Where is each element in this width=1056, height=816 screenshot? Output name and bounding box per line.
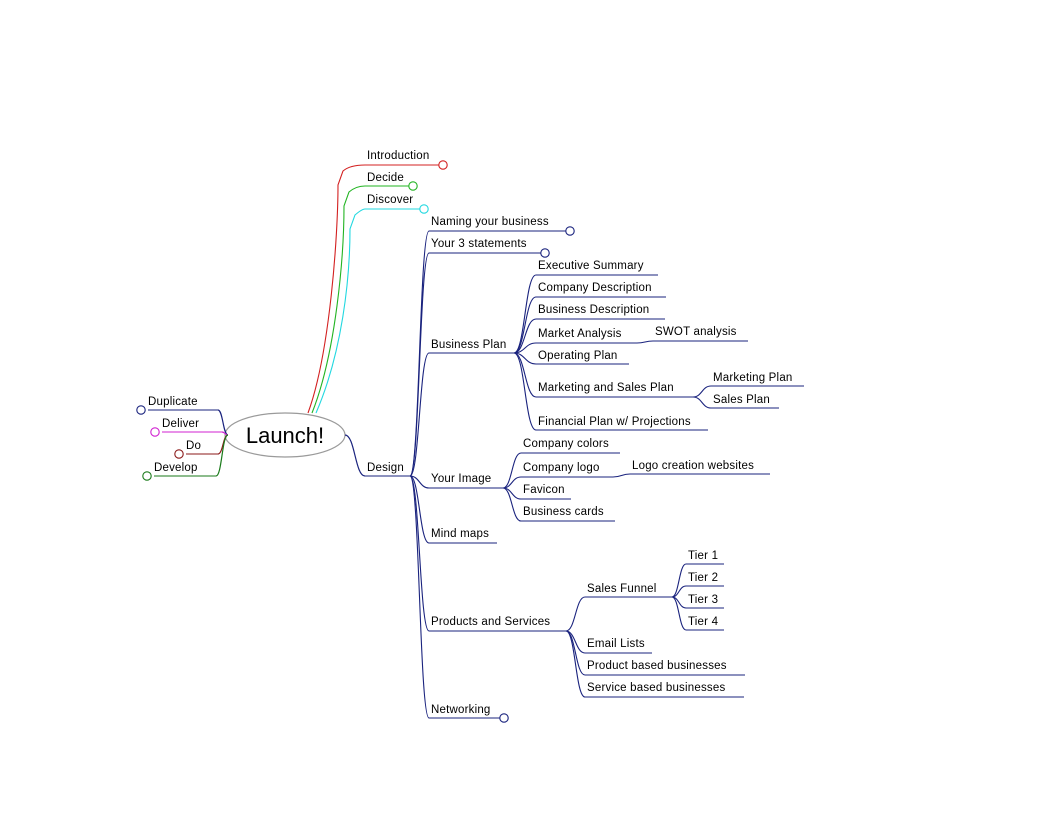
topic-company-description-connector (513, 296, 537, 354)
topic-marketing-plan-label[interactable]: Marketing Plan (713, 372, 793, 384)
topic-business-plan-label[interactable]: Business Plan (431, 339, 506, 351)
branch-do-label[interactable]: Do (186, 440, 201, 452)
branch-discover-connector (315, 208, 366, 414)
topic-business-plan-connector (409, 352, 430, 477)
topic-tier-1-connector (671, 563, 687, 598)
topic-company-logo-connector (502, 476, 522, 489)
topic-products-and-services-label[interactable]: Products and Services (431, 616, 550, 628)
topic-favicon-label[interactable]: Favicon (523, 484, 565, 496)
topic-company-logo-label[interactable]: Company logo (523, 462, 600, 474)
topic-company-colors-connector (502, 452, 522, 489)
topic-service-based-businesses-connector (565, 630, 586, 698)
branch-deliver-collapse-toggle[interactable] (150, 427, 160, 437)
topic-sales-plan-label[interactable]: Sales Plan (713, 394, 770, 406)
topic-market-analysis-label[interactable]: Market Analysis (538, 328, 622, 340)
topic-networking-connector (409, 475, 430, 719)
branch-decide-label[interactable]: Decide (367, 172, 404, 184)
topic-naming-your-business-collapse-toggle[interactable] (565, 226, 575, 236)
topic-product-based-businesses-label[interactable]: Product based businesses (587, 660, 727, 672)
branch-discover-label[interactable]: Discover (367, 194, 413, 206)
branch-duplicate-label[interactable]: Duplicate (148, 396, 198, 408)
branch-decide-connector (311, 185, 366, 414)
topic-your-3-statements-label[interactable]: Your 3 statements (431, 238, 527, 250)
branch-develop-connector (215, 434, 229, 477)
branch-decide-collapse-toggle[interactable] (408, 181, 418, 191)
topic-marketing-and-sales-plan-label[interactable]: Marketing and Sales Plan (538, 382, 674, 394)
branch-duplicate-collapse-toggle[interactable] (136, 405, 146, 415)
topic-networking-label[interactable]: Networking (431, 704, 491, 716)
branch-develop-label[interactable]: Develop (154, 462, 198, 474)
branch-discover-collapse-toggle[interactable] (419, 204, 429, 214)
topic-tier-3-label[interactable]: Tier 3 (688, 594, 718, 606)
branch-design-label[interactable]: Design (367, 462, 404, 474)
branch-do-collapse-toggle[interactable] (174, 449, 184, 459)
topic-tier-4-connector (671, 596, 687, 631)
topic-product-based-businesses-connector (565, 630, 586, 676)
topic-business-cards-label[interactable]: Business cards (523, 506, 604, 518)
topic-company-colors-label[interactable]: Company colors (523, 438, 609, 450)
topic-service-based-businesses-label[interactable]: Service based businesses (587, 682, 725, 694)
topic-email-lists-label[interactable]: Email Lists (587, 638, 645, 650)
topic-swot-analysis-label[interactable]: SWOT analysis (655, 326, 737, 338)
branch-develop-collapse-toggle[interactable] (142, 471, 152, 481)
topic-tier-2-connector (671, 585, 687, 598)
topic-swot-analysis-connector (636, 340, 654, 344)
topic-sales-funnel-connector (565, 596, 586, 632)
topic-business-cards-connector (502, 487, 522, 522)
branch-deliver-label[interactable]: Deliver (162, 418, 199, 430)
topic-your-image-connector (409, 475, 430, 489)
topic-marketing-plan-connector (692, 385, 712, 398)
branch-introduction-collapse-toggle[interactable] (438, 160, 448, 170)
topic-business-description-connector (513, 318, 537, 354)
topic-mind-maps-connector (409, 475, 430, 544)
topic-tier-4-label[interactable]: Tier 4 (688, 616, 719, 628)
topic-company-description-label[interactable]: Company Description (538, 282, 652, 294)
topic-sales-plan-connector (692, 396, 712, 409)
branch-introduction-label[interactable]: Introduction (367, 150, 430, 162)
topic-tier-2-label[interactable]: Tier 2 (688, 572, 718, 584)
topic-operating-plan-label[interactable]: Operating Plan (538, 350, 618, 362)
topic-financial-plan-w-projections-connector (513, 352, 537, 431)
topic-naming-your-business-label[interactable]: Naming your business (431, 216, 549, 228)
topic-mind-maps-label[interactable]: Mind maps (431, 528, 489, 540)
topic-your-3-statements-connector (409, 252, 430, 477)
topic-products-and-services-connector (409, 475, 430, 632)
topic-executive-summary-connector (513, 274, 537, 354)
topic-financial-plan-w-projections-label[interactable]: Financial Plan w/ Projections (538, 416, 691, 428)
topic-tier-1-label[interactable]: Tier 1 (688, 550, 718, 562)
branch-introduction-connector (307, 164, 366, 414)
topic-your-image-label[interactable]: Your Image (431, 473, 491, 485)
topic-logo-creation-websites-label[interactable]: Logo creation websites (632, 460, 754, 472)
branch-design-connector (344, 434, 366, 477)
topic-your-3-statements-collapse-toggle[interactable] (540, 248, 550, 258)
topic-business-description-label[interactable]: Business Description (538, 304, 649, 316)
topic-networking-collapse-toggle[interactable] (499, 713, 509, 723)
central-topic-label[interactable]: Launch! (246, 423, 324, 448)
topic-executive-summary-label[interactable]: Executive Summary (538, 260, 644, 272)
topic-logo-creation-websites-connector (612, 473, 631, 478)
topic-sales-funnel-label[interactable]: Sales Funnel (587, 583, 657, 595)
